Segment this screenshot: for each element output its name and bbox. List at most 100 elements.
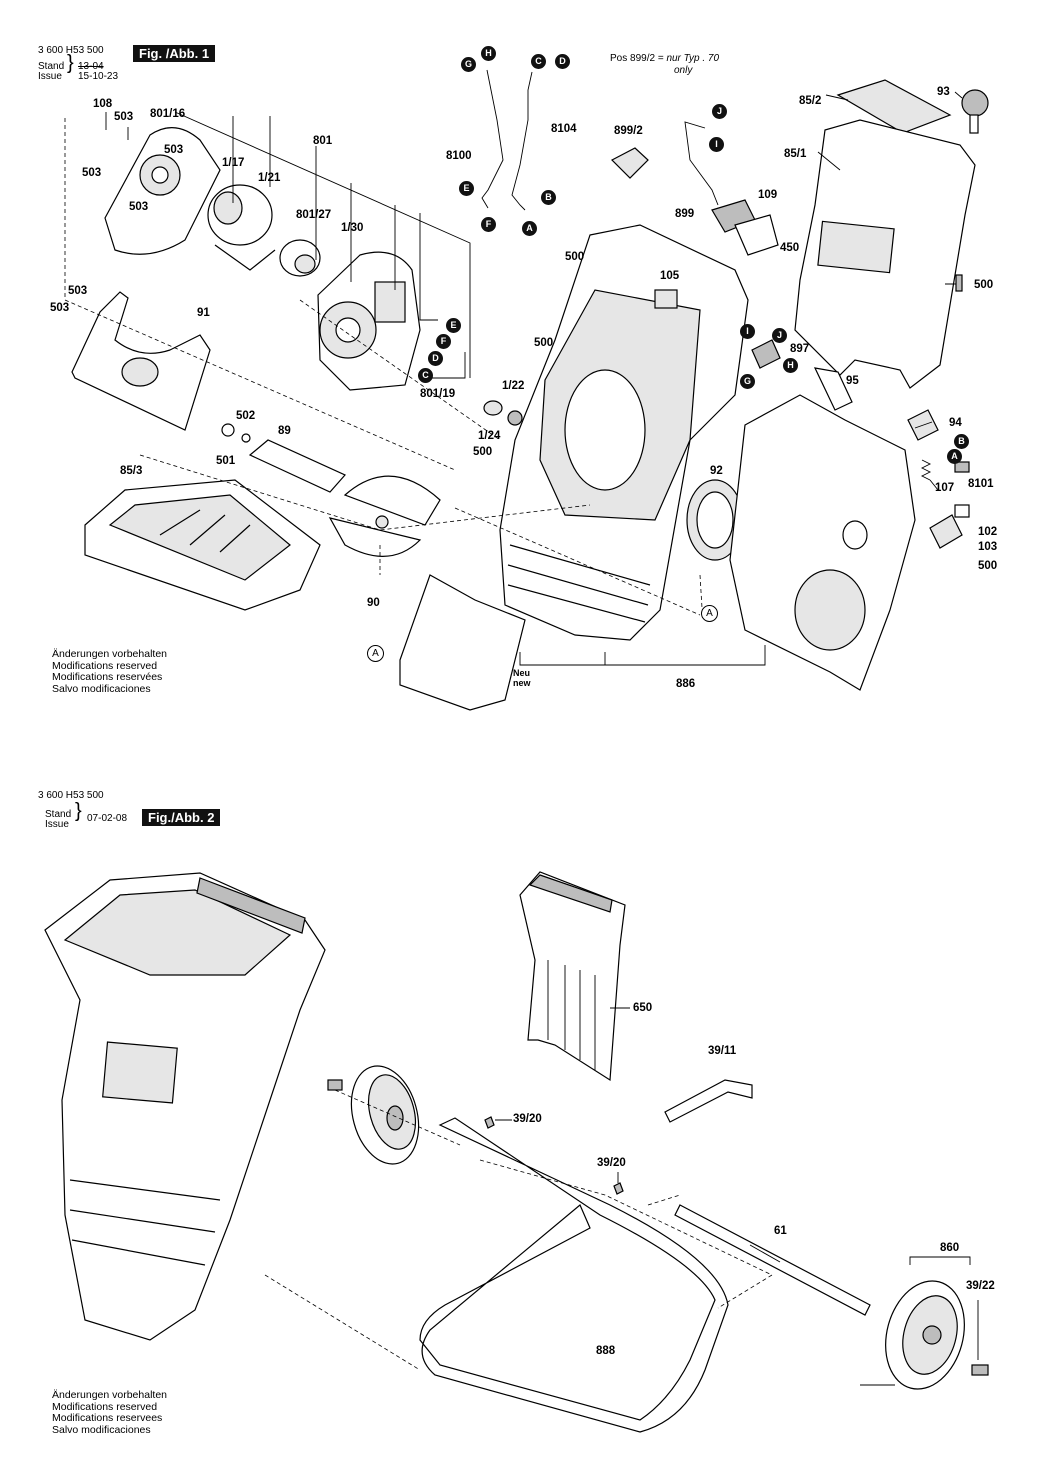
part-label: 897 — [790, 343, 810, 355]
part-label: 1/21 — [258, 172, 281, 184]
bubble-i: I — [709, 137, 724, 152]
modifications-note-2: Änderungen vorbehalten Modifications res… — [52, 1389, 167, 1436]
part-label: 886 — [676, 678, 696, 690]
blade-disc-90 — [328, 475, 441, 557]
stand-label: Stand — [38, 61, 65, 72]
part-label: 801/27 — [296, 209, 332, 221]
part-label: 801/19 — [420, 388, 456, 400]
bubble-c: C — [531, 54, 546, 69]
part-label: 39/20 — [597, 1157, 626, 1169]
axle-tube-61 — [674, 1204, 871, 1316]
handle-650 — [519, 871, 626, 1082]
screw-500-right — [955, 274, 963, 292]
bubble-a: A — [947, 449, 962, 464]
knob-102-103 — [929, 504, 970, 549]
nut-1-24 — [507, 410, 523, 426]
bubble-c: C — [418, 368, 433, 383]
part-label: 1/17 — [222, 157, 245, 169]
bubble-h: H — [783, 358, 798, 373]
bubble-g: G — [740, 374, 755, 389]
part-label: 860 — [940, 1242, 960, 1254]
bubble-d: D — [428, 351, 443, 366]
switch-899-2 — [610, 147, 649, 179]
spring-107 — [920, 459, 932, 481]
bubble-f: F — [436, 334, 451, 349]
part-label: 85/3 — [120, 465, 143, 477]
brace-glyph-2: } — [75, 800, 82, 822]
note-line-fr-2: Modifications reservees — [52, 1412, 163, 1424]
part-label: 503 — [82, 167, 102, 179]
part-label: 95 — [846, 375, 859, 387]
rear-housing-886 — [729, 394, 916, 691]
pos-note-label: Pos 899/2 = — [610, 53, 664, 64]
cable-899 — [684, 121, 719, 206]
pos-note-type: nur Typ . 70 — [666, 53, 720, 64]
bubble-e: E — [446, 318, 461, 333]
axle-bolt-right — [971, 1364, 989, 1376]
bubble-i: I — [740, 324, 755, 339]
knob-93 — [961, 89, 989, 134]
gear-wheel — [279, 239, 321, 277]
part-label: 89 — [278, 425, 291, 437]
part-label: 899 — [675, 208, 695, 220]
part-label: 108 — [93, 98, 113, 110]
part-label: 93 — [937, 86, 950, 98]
latch-8101 — [954, 461, 970, 473]
connector-897 — [751, 339, 781, 369]
switch-899 — [711, 199, 779, 256]
part-label: 61 — [774, 1225, 787, 1237]
issue-label: Issue — [38, 71, 62, 82]
part-label: 888 — [596, 1345, 616, 1357]
figure-title: Fig. /Abb. 1 — [133, 45, 216, 62]
doc-number: 3 600 H53 500 — [38, 45, 104, 56]
doc-number-2: 3 600 H53 500 — [38, 790, 104, 801]
neu-label: Neu — [513, 668, 531, 678]
bubble-g: G — [461, 57, 476, 72]
part-label: 85/1 — [784, 148, 807, 160]
part-label: 500 — [978, 560, 998, 572]
part-label: 90 — [367, 597, 380, 609]
part-label: 94 — [949, 417, 962, 429]
part-label: 107 — [935, 482, 955, 494]
part-label: 501 — [216, 455, 236, 467]
part-label: 8100 — [446, 150, 472, 162]
part-label: 85/2 — [799, 95, 822, 107]
part-label: 450 — [780, 242, 800, 254]
note-line-es-2: Salvo modificaciones — [52, 1423, 151, 1436]
pos-note: Pos 899/2 = nur Typ . 70 — [610, 53, 719, 64]
stand-label-2: Stand — [45, 809, 72, 820]
cable-8100 — [481, 69, 504, 209]
bubble-f: F — [481, 217, 496, 232]
hopper-85-3 — [84, 479, 321, 611]
cable-8104 — [511, 71, 533, 211]
pos-note-only: only — [674, 65, 693, 76]
wheel-left — [350, 1065, 420, 1165]
part-label: 91 — [197, 307, 210, 319]
figure-title-2: Fig./Abb. 2 — [142, 809, 221, 826]
issue-label-2: Issue — [45, 819, 69, 830]
pulley-belt — [207, 184, 276, 271]
seal-ring-92 — [686, 479, 744, 561]
dashed-lines-fig1 — [139, 299, 703, 616]
part-label: 500 — [565, 251, 585, 263]
part-label: 502 — [236, 410, 256, 422]
bubble-e: E — [459, 181, 474, 196]
issue-date-2: 07-02-08 — [87, 813, 128, 824]
leader-lines-fig2 — [495, 1007, 979, 1386]
part-label: 105 — [660, 270, 680, 282]
part-label: 103 — [978, 541, 998, 553]
bubble-d: D — [555, 54, 570, 69]
bubble-b: B — [954, 434, 969, 449]
chute-a — [399, 574, 526, 711]
note-line-en: Modifications reserved — [52, 659, 158, 672]
drawing-line — [64, 118, 456, 471]
issue-date: 15-10-23 — [78, 71, 119, 82]
part-label: 503 — [68, 285, 88, 297]
part-label: 500 — [473, 446, 493, 458]
part-label: 500 — [534, 337, 554, 349]
part-label: 39/22 — [966, 1280, 995, 1292]
washers-501-502 — [221, 423, 251, 443]
part-label: 39/11 — [708, 1045, 737, 1057]
